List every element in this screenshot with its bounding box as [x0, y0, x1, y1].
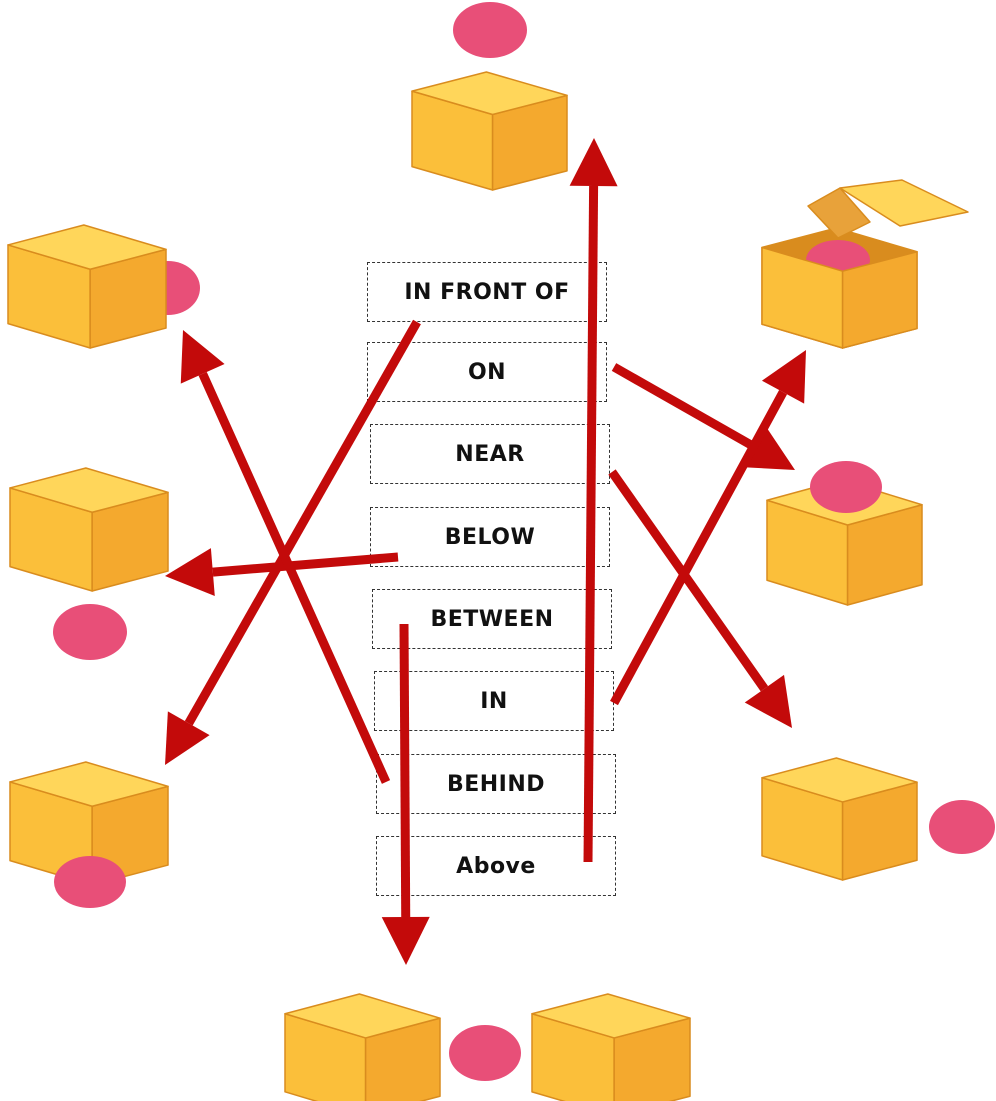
ball-between	[449, 1025, 521, 1081]
lid-flap-back	[807, 187, 871, 239]
arrow-shaft	[611, 363, 756, 451]
arrow-between	[381, 623, 430, 965]
arrow-shaft	[212, 552, 399, 577]
cube-below	[9, 467, 169, 592]
arrow-head	[180, 330, 225, 384]
cube-between-right	[531, 993, 691, 1101]
arrow-shaft	[583, 185, 599, 863]
ball-in-front-of	[54, 856, 126, 908]
label-near: NEAR	[370, 424, 610, 484]
cube-between-left	[284, 993, 441, 1101]
arrow-shaft	[198, 371, 391, 784]
ball-near	[929, 800, 995, 854]
arrow-head	[741, 425, 795, 470]
label-in: IN	[374, 671, 614, 731]
label-between: BETWEEN	[372, 589, 612, 649]
arrow-shaft	[608, 469, 769, 692]
arrow-below	[165, 548, 399, 597]
cube-top-face	[7, 224, 167, 271]
arrow-above	[569, 138, 618, 863]
label-below: BELOW	[370, 507, 610, 567]
arrow-head	[165, 548, 215, 597]
cube-behind	[7, 224, 167, 349]
arrow-shaft	[184, 319, 421, 726]
arrow-head	[165, 711, 210, 765]
cube-in-front-right	[841, 251, 918, 349]
arrow-in	[610, 350, 806, 706]
arrow-shaft	[610, 390, 788, 706]
cube-top-face	[9, 467, 169, 514]
arrow-behind	[180, 330, 391, 784]
arrow-head	[761, 350, 806, 404]
lid-flap-right	[839, 179, 969, 227]
label-behind: BEHIND	[376, 754, 616, 814]
ball-on	[810, 461, 882, 513]
arrow-shaft	[399, 623, 411, 918]
arrow-head	[569, 138, 618, 187]
ball-below	[53, 604, 127, 660]
cube-top-face	[284, 993, 441, 1039]
label-in-front-of: IN FRONT OF	[367, 262, 607, 322]
cube-top-face	[531, 993, 691, 1039]
ball-above	[453, 2, 527, 58]
cube-above	[411, 71, 568, 191]
cube-top-face	[411, 71, 568, 116]
label-above: Above	[376, 836, 616, 896]
cube-top-face	[9, 761, 169, 808]
arrow-head	[381, 916, 430, 965]
arrow-head	[744, 674, 792, 728]
cube-near	[761, 757, 918, 881]
cube-in-front-of	[9, 761, 169, 886]
arrow-in-front-of	[165, 319, 421, 765]
cube-top-face	[761, 757, 918, 803]
arrow-near	[608, 469, 792, 728]
arrow-on	[611, 363, 795, 470]
label-on: ON	[367, 342, 607, 402]
